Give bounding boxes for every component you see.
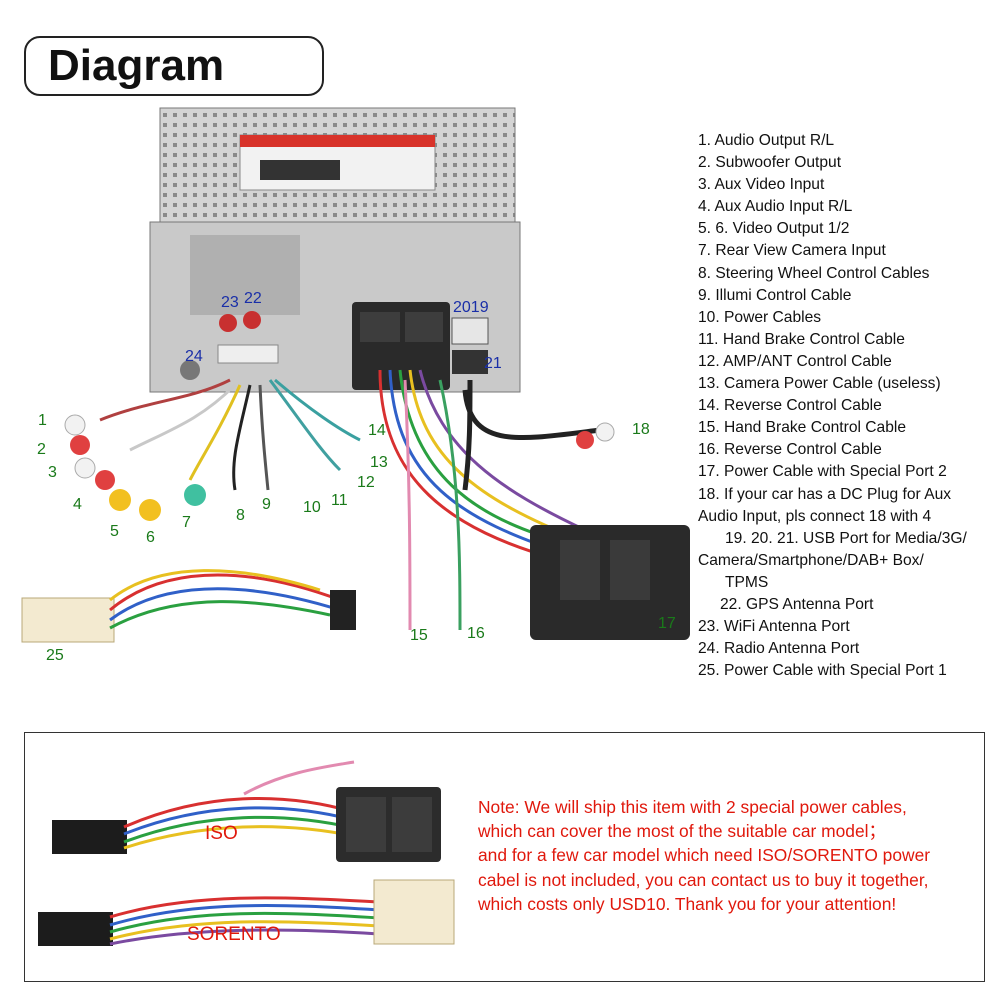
- callout-15: 15: [410, 627, 428, 644]
- sorento-connector-left: [38, 912, 113, 946]
- legend-item: 12. AMP/ANT Control Cable: [698, 352, 892, 370]
- legend-item: TPMS: [725, 573, 769, 591]
- chassis-top: [159, 107, 516, 224]
- callout-9: 9: [262, 496, 271, 513]
- shipping-note: Note: We will ship this item with 2 spec…: [478, 795, 978, 916]
- title-frame: [24, 36, 324, 96]
- legend-item: 9. Illumi Control Cable: [698, 286, 852, 304]
- legend-item: 23. WiFi Antenna Port: [698, 618, 850, 636]
- callout-16: 16: [467, 625, 485, 642]
- legend-item: 17. Power Cable with Special Port 2: [698, 463, 947, 481]
- legend-item: 7. Rear View Camera Input: [698, 242, 886, 260]
- callout-11: 11: [331, 492, 348, 509]
- note-line: which costs only USD10. Thank you for yo…: [478, 893, 897, 914]
- callout-24: 24: [185, 348, 203, 365]
- callout-7: 7: [182, 514, 191, 531]
- callout-13: 13: [370, 454, 388, 471]
- callout-6: 6: [146, 529, 155, 546]
- callout-25: 25: [46, 647, 64, 664]
- callout-22: 22: [244, 290, 262, 307]
- legend-item: 16. Reverse Control Cable: [698, 441, 882, 459]
- legend-item: 10. Power Cables: [698, 308, 822, 326]
- legend-item: 15. Hand Brake Control Cable: [698, 419, 907, 437]
- legend-item: 19. 20. 21. USB Port for Media/3G/: [725, 529, 967, 547]
- callout-4: 4: [73, 496, 82, 513]
- callout-14: 14: [368, 422, 386, 439]
- note-line: and for a few car model which need ISO/S…: [478, 845, 931, 866]
- legend-item: 11. Hand Brake Control Cable: [698, 330, 905, 348]
- usb-ports: [451, 317, 489, 345]
- legend-item: 25. Power Cable with Special Port 1: [698, 662, 947, 680]
- note-frame: [24, 732, 985, 982]
- page-title: Diagram: [48, 41, 225, 90]
- callout-18: 18: [632, 421, 650, 438]
- callout-17: 17: [658, 615, 676, 632]
- callout-3: 3: [48, 464, 57, 481]
- legend-item: 2. Subwoofer Output: [698, 154, 842, 172]
- callout-5: 5: [110, 523, 119, 540]
- callout-2: 2: [37, 441, 46, 458]
- callout-10: 10: [303, 499, 321, 516]
- rca-plugs: [64, 414, 615, 521]
- head-unit-illustration: [21, 107, 690, 643]
- callout-12: 12: [357, 474, 375, 491]
- legend-item: 14. Reverse Control Cable: [698, 397, 882, 415]
- sorento-connector-right: [373, 879, 455, 945]
- callout-1: 1: [38, 412, 47, 429]
- callout-20-19: 2019: [453, 299, 489, 316]
- legend-item: 4. Aux Audio Input R/L: [698, 198, 853, 216]
- legend-item: Camera/Smartphone/DAB+ Box/: [698, 551, 924, 569]
- legend-item: 24. Radio Antenna Port: [698, 640, 860, 658]
- legend-item: 1. Audio Output R/L: [698, 132, 835, 149]
- legend-item: 18. If your car has a DC Plug for Aux: [698, 485, 952, 503]
- legend-list: 1. Audio Output R/L 2. Subwoofer Output …: [698, 130, 994, 682]
- legend-item: 22. GPS Antenna Port: [720, 595, 874, 613]
- legend-item: 8. Steering Wheel Control Cables: [698, 264, 930, 282]
- legend-item: 13. Camera Power Cable (useless): [698, 375, 941, 393]
- sorento-cable-label: SORENTO: [187, 924, 281, 945]
- note-line: cabel is not included, you can contact u…: [478, 869, 929, 890]
- power-connector-25: [21, 597, 115, 643]
- iso-connector-left: [52, 820, 127, 854]
- callout-21: 21: [484, 355, 502, 372]
- note-line: which can cover the most of the suitable…: [478, 821, 886, 842]
- legend-item: 3. Aux Video Input: [698, 176, 825, 194]
- legend-item: Audio Input, pls connect 18 with 4: [698, 507, 932, 525]
- iso-cable-label: ISO: [205, 823, 238, 844]
- note-line: Note: We will ship this item with 2 spec…: [478, 797, 907, 817]
- legend-item: 5. 6. Video Output 1/2: [698, 220, 850, 238]
- callout-23: 23: [221, 294, 239, 311]
- callout-8: 8: [236, 507, 245, 524]
- optional-cables-illustration: [38, 760, 455, 946]
